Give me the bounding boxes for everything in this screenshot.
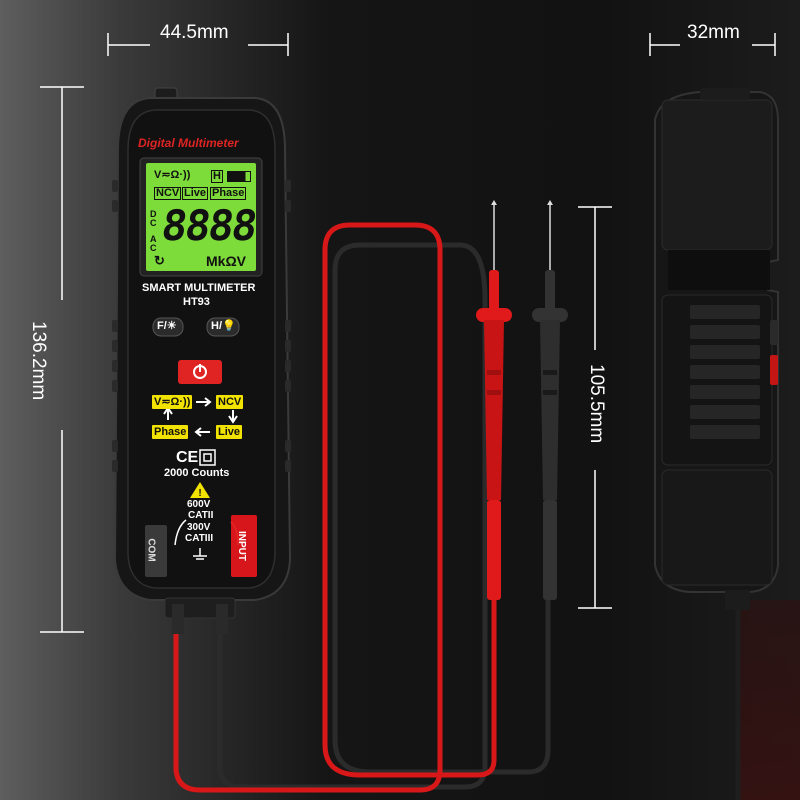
mode-ncv-box: NCV [216,395,244,409]
auto-power-icon: ↻ [154,253,165,268]
red-probe [476,200,512,600]
ce-mark: CE [176,449,199,466]
brand-banner: Digital Multimeter [138,136,239,150]
f-button[interactable]: F/☀ [157,320,177,332]
mode-phase-box: Phase [152,425,189,439]
mode-live-box: Live [216,425,243,439]
rating-1-category: CATII [188,510,214,521]
lcd-hold-indicator: H [211,170,223,183]
lcd-live-label: Live [182,187,209,200]
rating-2-category: CATIII [185,533,214,544]
rating-2-voltage: 300V [187,522,211,533]
dimension-side-width-label: 32mm [687,22,740,43]
svg-text:!: ! [198,488,201,499]
lcd-ac-label: AC [150,234,157,253]
battery-icon [227,171,251,182]
rating-1-voltage: 600V [187,499,211,510]
lcd-ncv-label: NCV [154,187,182,200]
model-number: HT93 [183,296,210,308]
lcd-dc-label: DC [150,209,157,228]
counts-label: 2000 Counts [164,467,230,479]
lcd-units: MkΩV [206,253,247,269]
model-title: SMART MULTIMETER [142,282,256,294]
lcd-phase-label: Phase [210,187,247,200]
side-lettering [740,600,800,800]
lcd-mode-icons: V≂Ω·)) [154,169,191,181]
mode-v-ohm-box: V≂Ω·)) [152,395,193,409]
black-probe [532,200,568,600]
dimension-width-label: 44.5mm [160,22,229,43]
h-button[interactable]: H/💡 [211,320,236,332]
